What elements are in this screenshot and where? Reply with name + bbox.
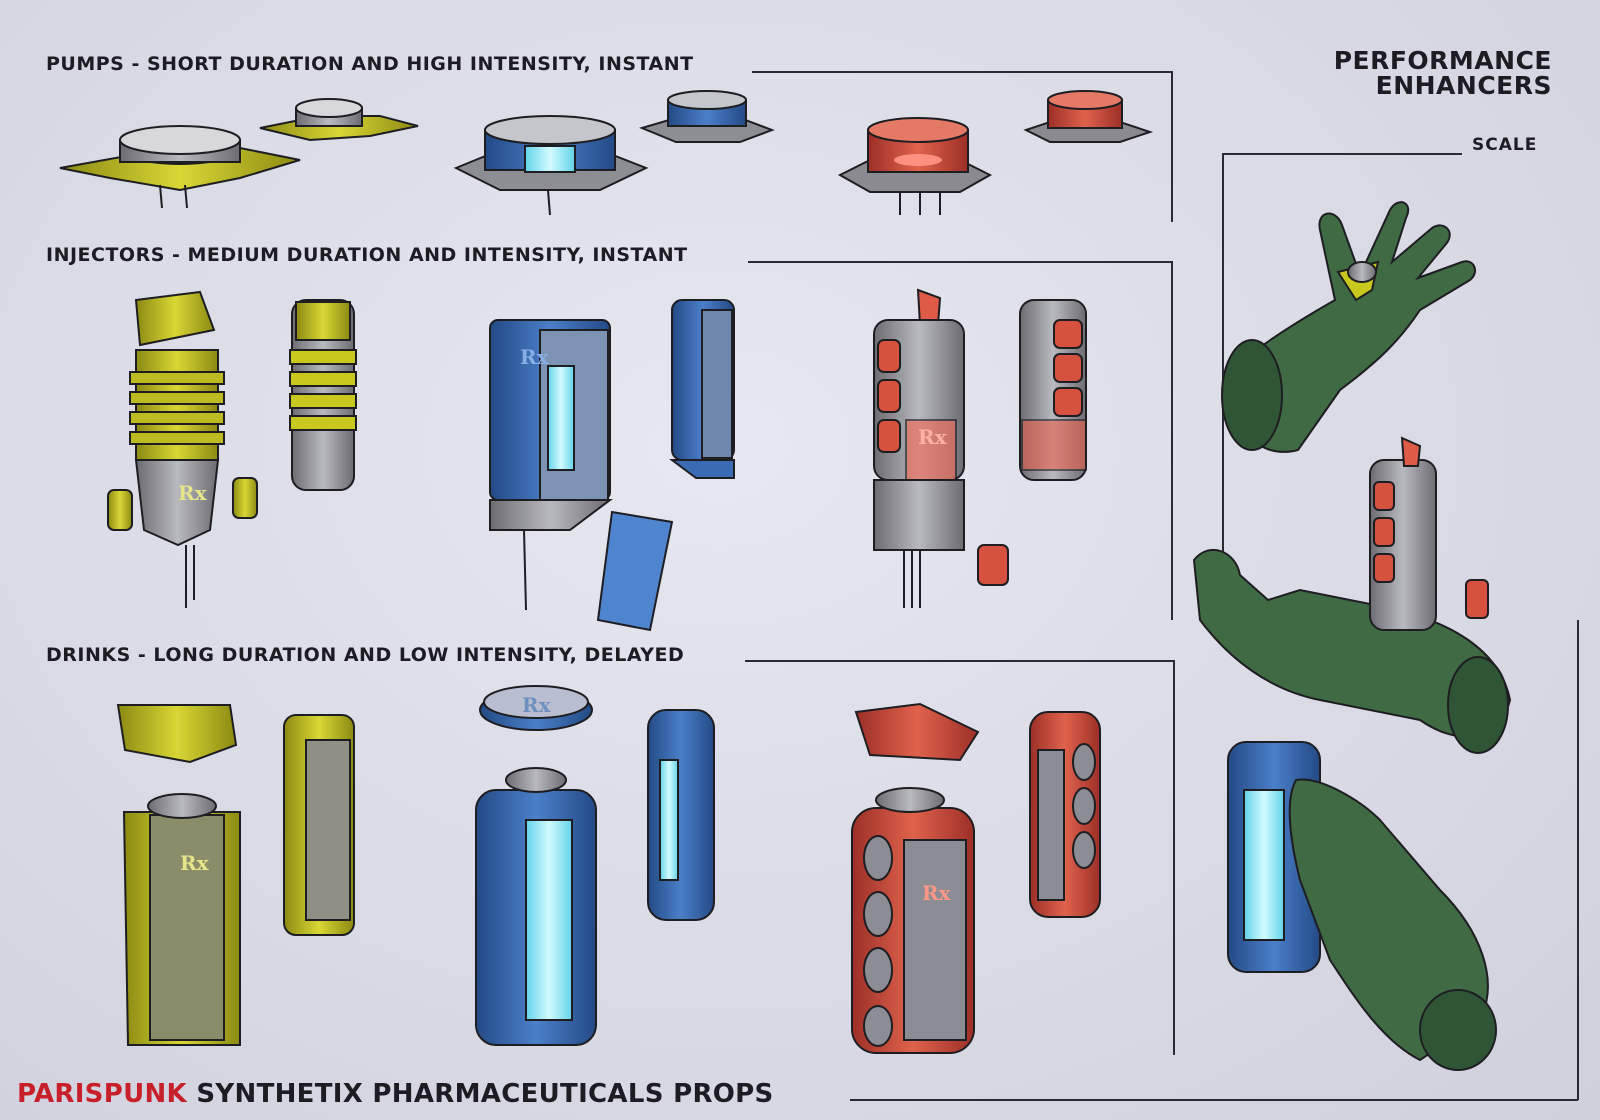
drink-blue-open <box>475 685 715 1046</box>
footer-subtitle: SYNTHETIX PHARMACEUTICALS PROPS <box>196 1079 774 1109</box>
pump-yellow-small <box>259 98 419 142</box>
pump-yellow-large <box>59 125 301 209</box>
pump-red-large <box>837 117 993 215</box>
injector-yellow-closed <box>289 299 357 491</box>
drink-yellow-open <box>116 704 355 1046</box>
footer-brand: PARISPUNK <box>17 1079 187 1109</box>
rx-mark-red: Rx <box>918 425 948 449</box>
rx-mark-red-drink: Rx <box>922 881 952 905</box>
scale-label: SCALE <box>1472 135 1538 155</box>
injector-blue-open <box>489 319 674 632</box>
rx-mark-blue-drink: Rx <box>522 693 552 717</box>
injector-yellow-open <box>107 290 258 608</box>
rx-mark-yellow-drink: Rx <box>180 851 210 875</box>
section-label-pumps: PUMPS - SHORT DURATION AND HIGH INTENSIT… <box>46 53 694 75</box>
injector-blue-closed <box>669 299 735 479</box>
injector-red-open <box>873 288 1009 608</box>
injector-red-closed <box>1019 299 1087 481</box>
drink-red-open <box>851 702 1101 1054</box>
pump-blue-small <box>638 90 775 143</box>
hand-scale-injector <box>1192 436 1512 754</box>
hand-scale-pump <box>1221 201 1477 453</box>
rx-mark-yellow: Rx <box>178 481 208 505</box>
hand-scale-drink <box>1227 741 1497 1071</box>
section-label-drinks: DRINKS - LONG DURATION AND LOW INTENSITY… <box>46 644 685 666</box>
pump-blue-large <box>453 115 649 216</box>
pump-red-small <box>1023 90 1154 143</box>
footer-title: PARISPUNK SYNTHETIX PHARMACEUTICALS PROP… <box>17 1079 774 1109</box>
section-label-injectors: INJECTORS - MEDIUM DURATION AND INTENSIT… <box>46 244 688 266</box>
rx-mark-blue: Rx <box>520 345 550 369</box>
page-title: PERFORMANCE ENHANCERS <box>1333 46 1552 100</box>
